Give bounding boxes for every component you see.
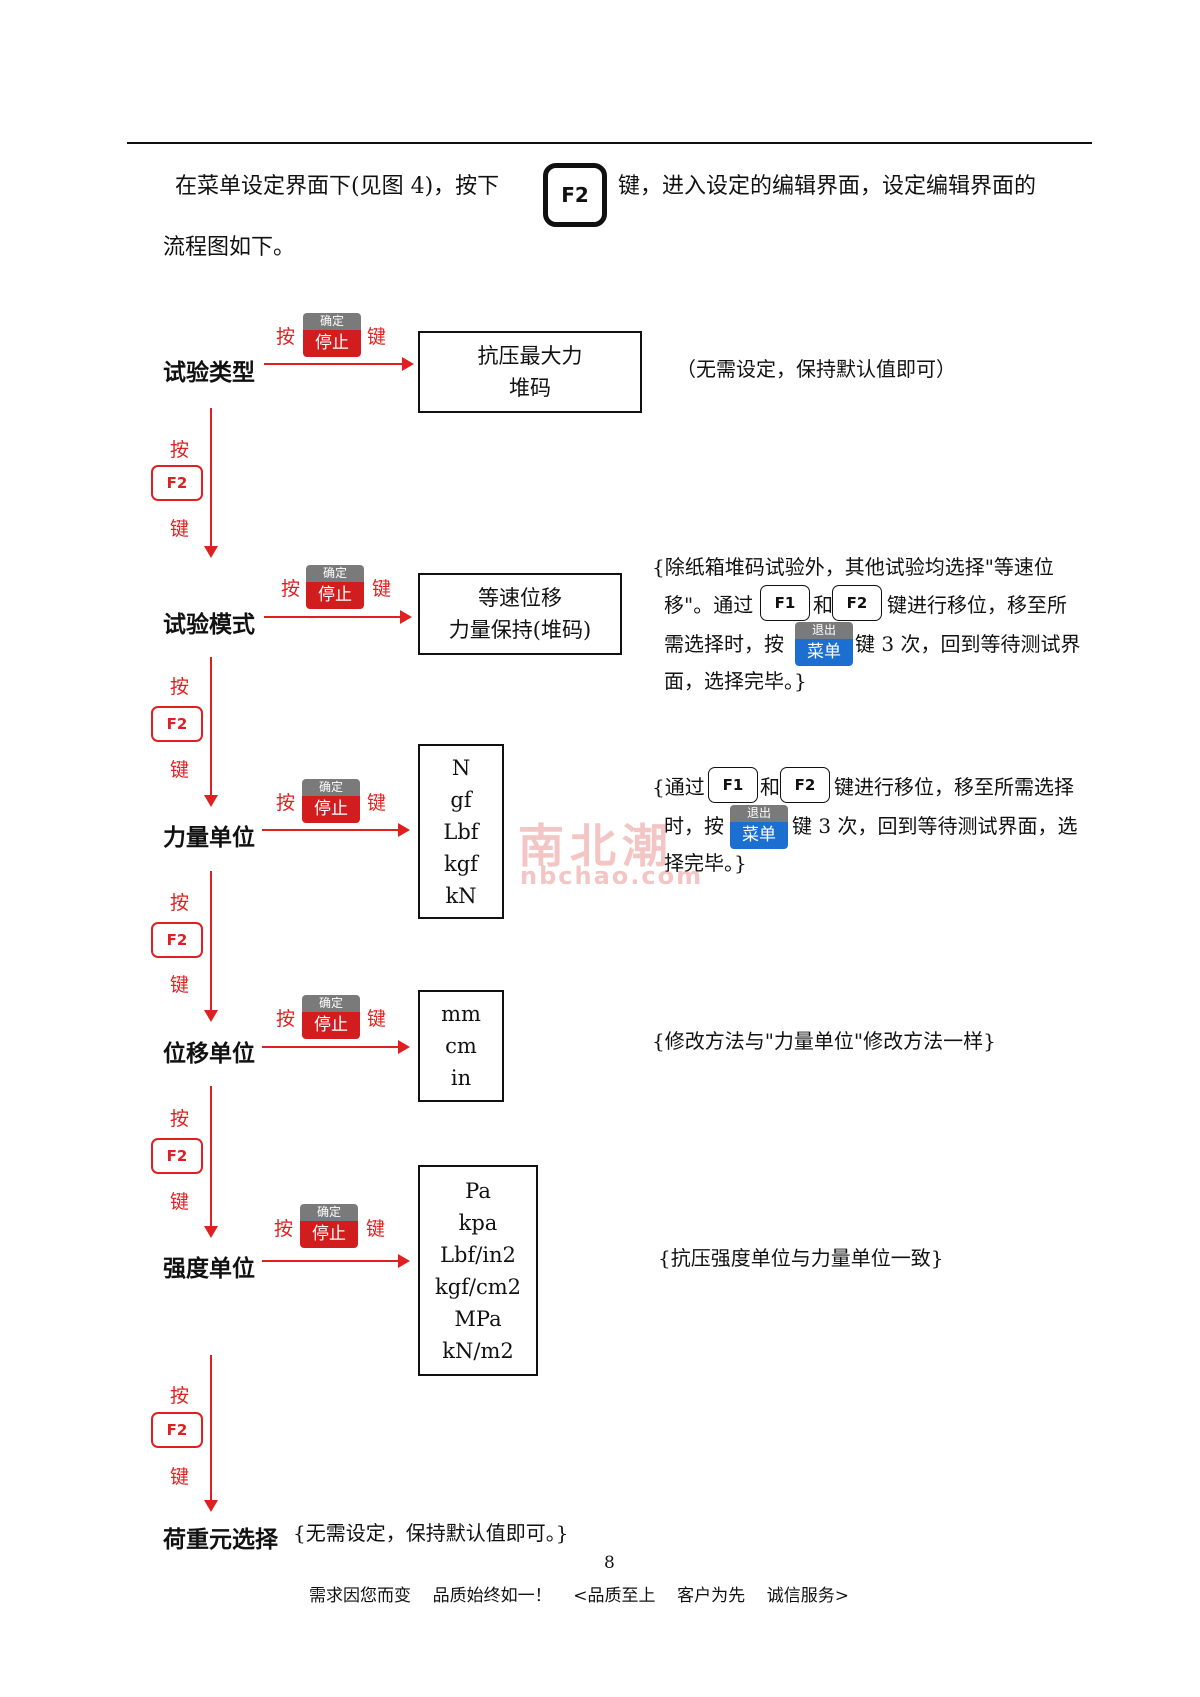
confirm-stop-key-icon: 确定停止 <box>300 1204 358 1248</box>
key-suffix-text: 键 <box>170 518 190 540</box>
press-text: 按 <box>170 439 190 461</box>
note-force-unit-line2a: 时，按 <box>664 814 724 838</box>
arrow-right <box>262 823 410 837</box>
watermark-logo: 南北潮 <box>518 819 674 873</box>
step-label-force-unit: 力量单位 <box>163 825 255 851</box>
press-text: 按 <box>170 1108 190 1130</box>
note-test-mode-line3b: 键 3 次，回到等待测试界 <box>855 632 1081 656</box>
note-force-unit-line2b: 键 3 次，回到等待测试界面，选 <box>792 814 1078 838</box>
confirm-stop-key-icon: 确定停止 <box>306 565 364 609</box>
note-test-mode-line2b: 键进行移位，移至所 <box>887 593 1067 617</box>
exit-menu-key-icon: 退出菜单 <box>795 622 853 666</box>
options-box-test-mode: 等速位移力量保持(堆码) <box>418 573 622 655</box>
arrow-down <box>204 657 218 807</box>
key-suffix-text: 键 <box>170 1191 190 1213</box>
key-suffix-text: 键 <box>367 792 387 814</box>
press-text: 按 <box>170 892 190 914</box>
note-strength-unit: {抗压强度单位与力量单位一致} <box>658 1246 944 1270</box>
arrow-right <box>264 357 414 371</box>
note-test-mode-line2a: 移"。通过 <box>664 593 754 617</box>
f1-key-icon: F1 <box>708 767 758 803</box>
arrow-right <box>264 610 412 624</box>
press-text: 按 <box>170 1385 190 1407</box>
arrow-right <box>262 1040 410 1054</box>
confirm-stop-key-icon: 确定停止 <box>302 995 360 1039</box>
and-text: 和 <box>760 775 780 799</box>
and-text: 和 <box>813 593 833 617</box>
key-suffix-text: 键 <box>366 1218 386 1240</box>
arrow-down <box>204 1086 218 1238</box>
press-text: 按 <box>276 1008 296 1030</box>
arrow-right <box>262 1254 410 1268</box>
key-suffix-text: 键 <box>372 578 392 600</box>
f1-key-icon: F1 <box>760 585 810 621</box>
f2-key-icon: F2 <box>151 706 203 742</box>
note-test-type: （无需设定，保持默认值即可） <box>676 357 956 381</box>
arrow-down <box>204 871 218 1022</box>
step-label-test-type: 试验类型 <box>163 360 255 386</box>
note-test-mode-line4: 面，选择完毕。} <box>664 669 807 693</box>
press-text: 按 <box>170 676 190 698</box>
intro-text-line1-a: 在菜单设定界面下(见图 4)，按下 <box>175 174 500 199</box>
watermark-url: nbchao.com <box>520 862 704 890</box>
step-label-displacement-unit: 位移单位 <box>163 1041 255 1067</box>
f2-key-icon: F2 <box>780 767 830 803</box>
page-number: 8 <box>604 1553 615 1573</box>
key-suffix-text: 键 <box>170 1466 190 1488</box>
step-label-test-mode: 试验模式 <box>163 612 255 638</box>
key-suffix-text: 键 <box>367 1008 387 1030</box>
confirm-stop-key-icon: 确定停止 <box>302 779 360 823</box>
header-rule <box>127 142 1092 144</box>
note-force-unit-line3: 择完毕。} <box>664 851 747 875</box>
step-label-load-cell: 荷重元选择 <box>163 1527 278 1553</box>
press-text: 按 <box>274 1218 294 1240</box>
confirm-stop-key-icon: 确定停止 <box>303 313 361 357</box>
intro-text-line1-b: 键，进入设定的编辑界面，设定编辑界面的 <box>618 174 1037 199</box>
footer-slogan: 需求因您而变 品质始终如一！ <品质至上 客户为先 诚信服务> <box>309 1586 849 1606</box>
arrow-down <box>204 408 218 558</box>
note-test-mode-line1: {除纸箱堆码试验外，其他试验均选择"等速位 <box>652 555 1054 579</box>
note-force-unit-line1b: 键进行移位，移至所需选择 <box>834 775 1074 799</box>
exit-menu-key-icon: 退出菜单 <box>730 805 788 849</box>
press-text: 按 <box>281 578 301 600</box>
f2-key-icon: F2 <box>151 1412 203 1448</box>
press-text: 按 <box>276 792 296 814</box>
key-suffix-text: 键 <box>367 326 387 348</box>
f2-key-icon: F2 <box>151 465 203 501</box>
f2-key-icon: F2 <box>543 163 607 227</box>
f2-key-icon: F2 <box>151 922 203 958</box>
note-displacement-unit: {修改方法与"力量单位"修改方法一样} <box>652 1029 996 1053</box>
step-label-strength-unit: 强度单位 <box>163 1256 255 1282</box>
arrow-down <box>204 1355 218 1512</box>
key-suffix-text: 键 <box>170 974 190 996</box>
note-test-mode-line3a: 需选择时，按 <box>664 632 784 656</box>
f2-key-icon: F2 <box>832 585 882 621</box>
note-force-unit-line1a: {通过 <box>652 775 705 799</box>
note-load-cell: {无需设定，保持默认值即可。} <box>293 1521 569 1545</box>
key-suffix-text: 键 <box>170 759 190 781</box>
f2-key-icon: F2 <box>151 1138 203 1174</box>
options-box-test-type: 抗压最大力堆码 <box>418 331 642 413</box>
press-text: 按 <box>276 326 296 348</box>
intro-text-line2: 流程图如下。 <box>163 235 296 260</box>
